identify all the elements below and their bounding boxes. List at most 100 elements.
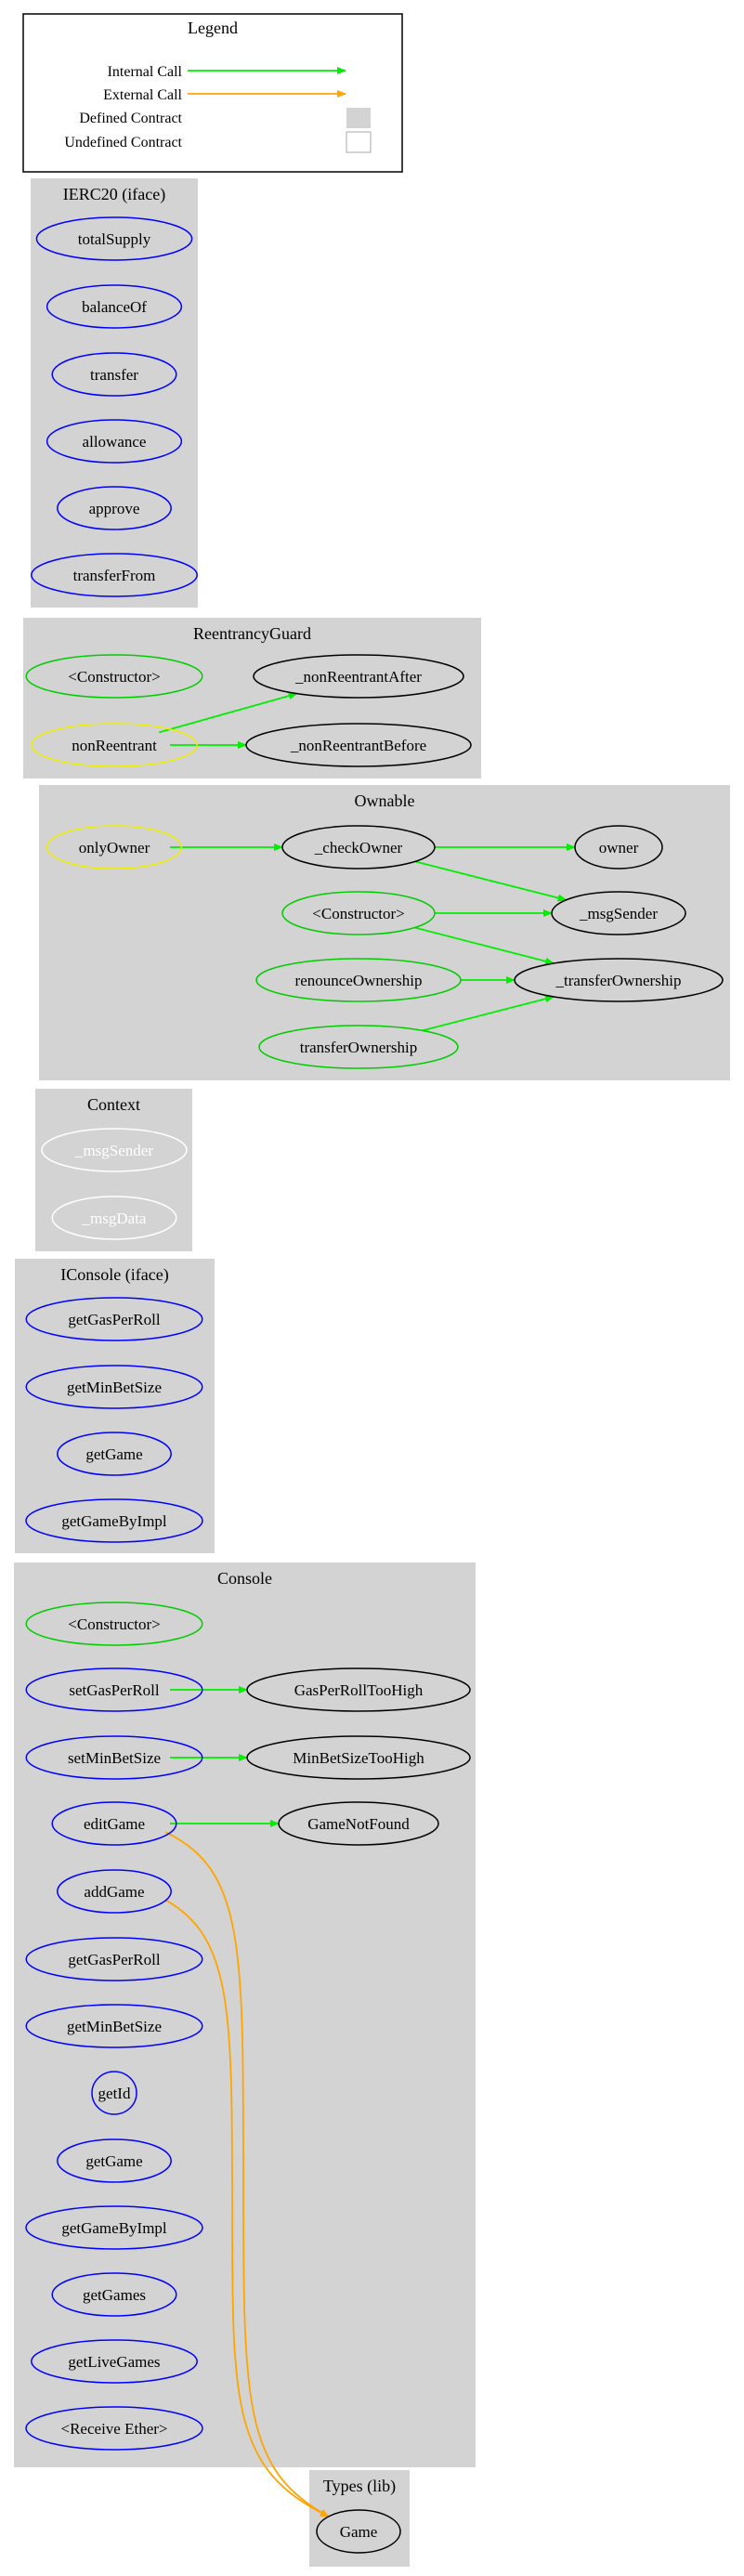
node-ctx-msgSender-label: _msgSender <box>74 1142 153 1159</box>
node-c-getGameByImpl-label: getGameByImpl <box>61 2219 167 2237</box>
legend-defined-contract-label: Defined Contract <box>79 111 182 126</box>
node-c-editGame-label: editGame <box>84 1815 145 1833</box>
node-ow-onlyOwner: onlyOwner <box>46 825 183 870</box>
node-ierc20-transferFrom-ellipse <box>31 553 198 597</box>
node-rg-constructor-label: <Constructor> <box>68 668 160 686</box>
cluster-iconsole-box <box>15 1259 215 1553</box>
node-rg-before-label: _nonReentrantBefore <box>290 737 426 754</box>
node-ow-_transfer-label: _transferOwnership <box>555 972 681 989</box>
node-ow-_transfer-ellipse <box>514 958 724 1002</box>
node-ierc20-approve-ellipse <box>57 486 172 530</box>
node-ow-renounce: renounceOwnership <box>255 958 462 1002</box>
node-c-getGameByImpl-ellipse <box>25 2205 203 2250</box>
node-ow-onlyOwner-ellipse <box>46 825 183 870</box>
node-c-editGame-ellipse <box>51 1801 177 1846</box>
node-ow-msgSender-ellipse <box>551 891 686 935</box>
node-ierc20-transferFrom-label: transferFrom <box>73 567 156 584</box>
node-ctx-msgData-ellipse <box>51 1196 177 1240</box>
node-ierc20-allowance-ellipse <box>46 419 183 464</box>
node-t-game-label: Game <box>340 2523 378 2541</box>
node-c-receive-label: <Receive Ether> <box>61 2420 168 2438</box>
node-c-gasTooHigh-ellipse <box>246 1667 471 1712</box>
cluster-console-title: Console <box>217 1569 272 1588</box>
node-c-setMinBetSize: setMinBetSize <box>25 1735 203 1780</box>
node-ow-checkOwner: _checkOwner <box>281 825 436 870</box>
node-ow-constructor: <Constructor> <box>281 891 436 935</box>
cluster-context-box <box>35 1089 192 1251</box>
node-c-minTooHigh-ellipse <box>246 1735 471 1780</box>
node-c-gameNotFound-ellipse <box>278 1801 439 1846</box>
node-c-getGasPerRoll-label: getGasPerRoll <box>68 1951 160 1968</box>
node-ow-transfer-label: transferOwnership <box>300 1039 418 1056</box>
node-rg-before: _nonReentrantBefore <box>245 723 472 767</box>
node-ierc20-allowance-label: allowance <box>83 433 147 451</box>
node-c-getGasPerRoll: getGasPerRoll <box>25 1937 203 1981</box>
node-t-game: Game <box>316 2509 401 2554</box>
node-ow-checkOwner-ellipse <box>281 825 436 870</box>
node-c-getMinBetSize-label: getMinBetSize <box>67 2018 162 2035</box>
node-c-gameNotFound-label: GameNotFound <box>307 1815 410 1833</box>
node-ow-msgSender: _msgSender <box>551 891 686 935</box>
node-ierc20-transfer-label: transfer <box>90 366 138 384</box>
legend-undefined-contract-swatch <box>346 131 372 153</box>
legend-defined-contract-swatch <box>346 108 371 128</box>
node-ic-getGasPerRoll: getGasPerRoll <box>25 1297 203 1341</box>
node-ic-getGame-ellipse <box>57 1432 172 1476</box>
node-c-getLiveGames-label: getLiveGames <box>68 2353 160 2371</box>
node-ic-getGasPerRoll-label: getGasPerRoll <box>68 1311 160 1328</box>
node-c-getGame-label: getGame <box>85 2152 142 2170</box>
node-ic-getGame: getGame <box>57 1432 172 1476</box>
cluster-iconsole: IConsole (iface) <box>15 1259 215 1553</box>
node-rg-nonReentrant: nonReentrant <box>31 723 198 767</box>
legend-title: Legend <box>188 19 238 37</box>
legend-undefined-contract-label: Undefined Contract <box>64 135 182 150</box>
node-c-getLiveGames: getLiveGames <box>31 2339 198 2384</box>
node-c-getMinBetSize: getMinBetSize <box>25 2004 203 2048</box>
edges-layer <box>159 692 576 2517</box>
node-c-gameNotFound: GameNotFound <box>278 1801 439 1846</box>
edge-ow-constructor-to-ow-_transfer <box>414 926 555 965</box>
node-c-setGasPerRoll: setGasPerRoll <box>25 1667 203 1712</box>
node-ierc20-allowance: allowance <box>46 419 183 464</box>
node-c-getId: getId <box>91 2071 137 2115</box>
node-c-setGasPerRoll-ellipse <box>25 1667 203 1712</box>
node-ctx-msgSender: _msgSender <box>41 1128 188 1172</box>
node-c-getId-ellipse <box>91 2071 137 2115</box>
node-c-getMinBetSize-ellipse <box>25 2004 203 2048</box>
node-ow-msgSender-label: _msgSender <box>579 905 658 922</box>
node-c-getId-label: getId <box>98 2085 131 2102</box>
node-c-constructor: <Constructor> <box>25 1602 203 1646</box>
node-rg-nonReentrant-ellipse <box>31 723 198 767</box>
node-ow-checkOwner-label: _checkOwner <box>314 839 403 856</box>
node-rg-after-ellipse <box>253 654 464 699</box>
node-c-setMinBetSize-label: setMinBetSize <box>68 1749 161 1767</box>
node-c-setMinBetSize-ellipse <box>25 1735 203 1780</box>
node-ow-transfer: transferOwnership <box>258 1025 459 1069</box>
cluster-ierc20: IERC20 (iface) <box>31 178 198 608</box>
node-ierc20-balanceOf-label: balanceOf <box>82 298 147 316</box>
node-c-minTooHigh: MinBetSizeTooHigh <box>246 1735 471 1780</box>
cluster-reentrancy-title: ReentrancyGuard <box>193 624 311 643</box>
cluster-reentrancy: ReentrancyGuard <box>23 618 481 778</box>
node-c-constructor-label: <Constructor> <box>68 1615 160 1633</box>
node-ic-getGame-label: getGame <box>85 1445 142 1463</box>
clusters-layer: IERC20 (iface) ReentrancyGuardOwnableCont… <box>14 178 730 2567</box>
node-c-getGame: getGame <box>57 2138 172 2183</box>
cluster-context-title: Context <box>87 1095 140 1114</box>
node-c-getGameByImpl: getGameByImpl <box>25 2205 203 2250</box>
node-ic-getGasPerRoll-ellipse <box>25 1297 203 1341</box>
node-c-receive: <Receive Ether> <box>25 2406 203 2451</box>
node-rg-before-ellipse <box>245 723 472 767</box>
node-t-game-ellipse <box>316 2509 401 2554</box>
node-ierc20-balanceOf-ellipse <box>46 284 183 329</box>
node-ierc20-transfer: transfer <box>51 352 177 397</box>
legend-external-call-label: External Call <box>103 87 182 103</box>
node-rg-nonReentrant-label: nonReentrant <box>72 737 157 754</box>
node-c-addGame: addGame <box>57 1869 172 1914</box>
cluster-ownable-title: Ownable <box>355 791 415 810</box>
node-ow-transfer-ellipse <box>258 1025 459 1069</box>
node-c-getLiveGames-ellipse <box>31 2339 198 2384</box>
node-ow-constructor-ellipse <box>281 891 436 935</box>
cluster-iconsole-title: IConsole (iface) <box>60 1265 168 1285</box>
